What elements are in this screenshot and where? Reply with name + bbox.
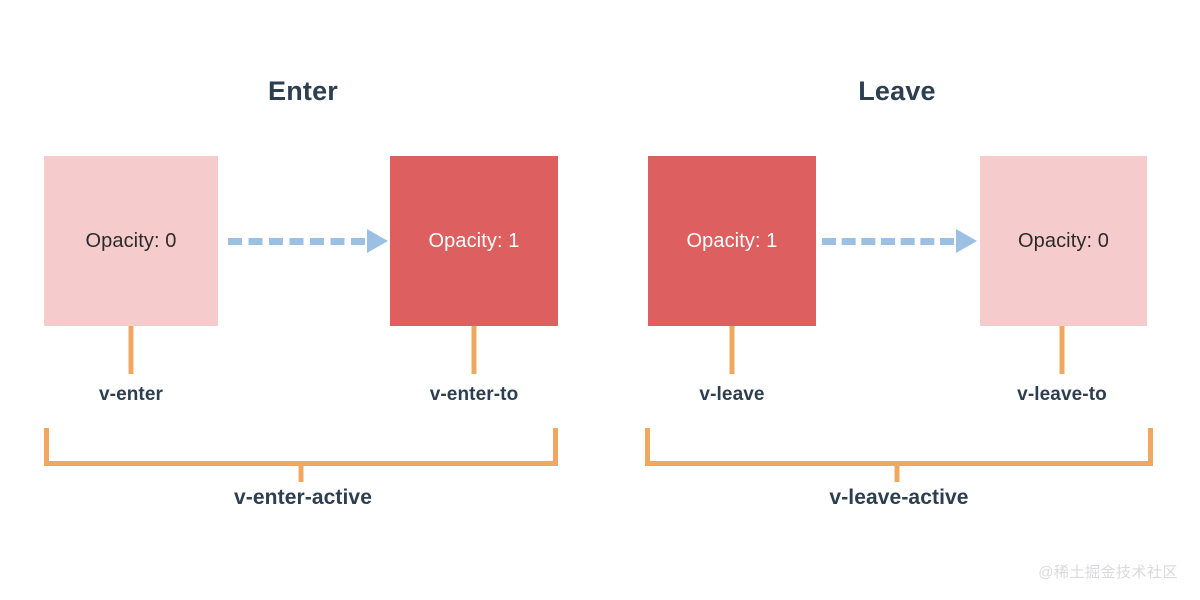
state-box-label: Opacity: 1 [686, 229, 778, 252]
class-label-v-leave-active: v-leave-active [829, 486, 969, 509]
state-box-v-leave-to: Opacity: 0 [980, 156, 1147, 326]
connector-stem-v-enter [128, 326, 134, 374]
connector-stem-v-leave-to [1059, 326, 1065, 374]
class-label-v-enter-active: v-enter-active [234, 486, 372, 509]
state-box-label: Opacity: 1 [428, 229, 520, 252]
bracket-stem-v-enter-active [298, 466, 304, 482]
arrow-line [228, 237, 365, 245]
class-label-v-leave-to: v-leave-to [1017, 384, 1107, 405]
bracket-v-leave-active [645, 428, 1153, 466]
bracket-v-enter-active [44, 428, 558, 466]
class-label-v-leave: v-leave [699, 384, 765, 405]
section-title-enter: Enter [267, 76, 339, 106]
section-title-leave: Leave [858, 76, 936, 106]
state-box-v-enter-to: Opacity: 1 [390, 156, 558, 326]
arrow-line [822, 237, 954, 245]
state-box-v-enter: Opacity: 0 [44, 156, 218, 326]
arrow-head-icon [956, 229, 977, 253]
class-label-v-enter: v-enter [98, 384, 164, 405]
bracket-stem-v-leave-active [894, 466, 900, 482]
class-label-v-enter-to: v-enter-to [429, 384, 519, 405]
state-box-v-leave: Opacity: 1 [648, 156, 816, 326]
state-box-label: Opacity: 0 [1017, 229, 1110, 252]
connector-stem-v-leave [729, 326, 735, 374]
transition-arrow-leave [822, 229, 977, 253]
arrow-head-icon [367, 229, 388, 253]
watermark: @稀土掘金技术社区 [1038, 564, 1178, 581]
state-box-label: Opacity: 0 [85, 229, 177, 252]
connector-stem-v-enter-to [471, 326, 477, 374]
transition-arrow-enter [228, 229, 388, 253]
